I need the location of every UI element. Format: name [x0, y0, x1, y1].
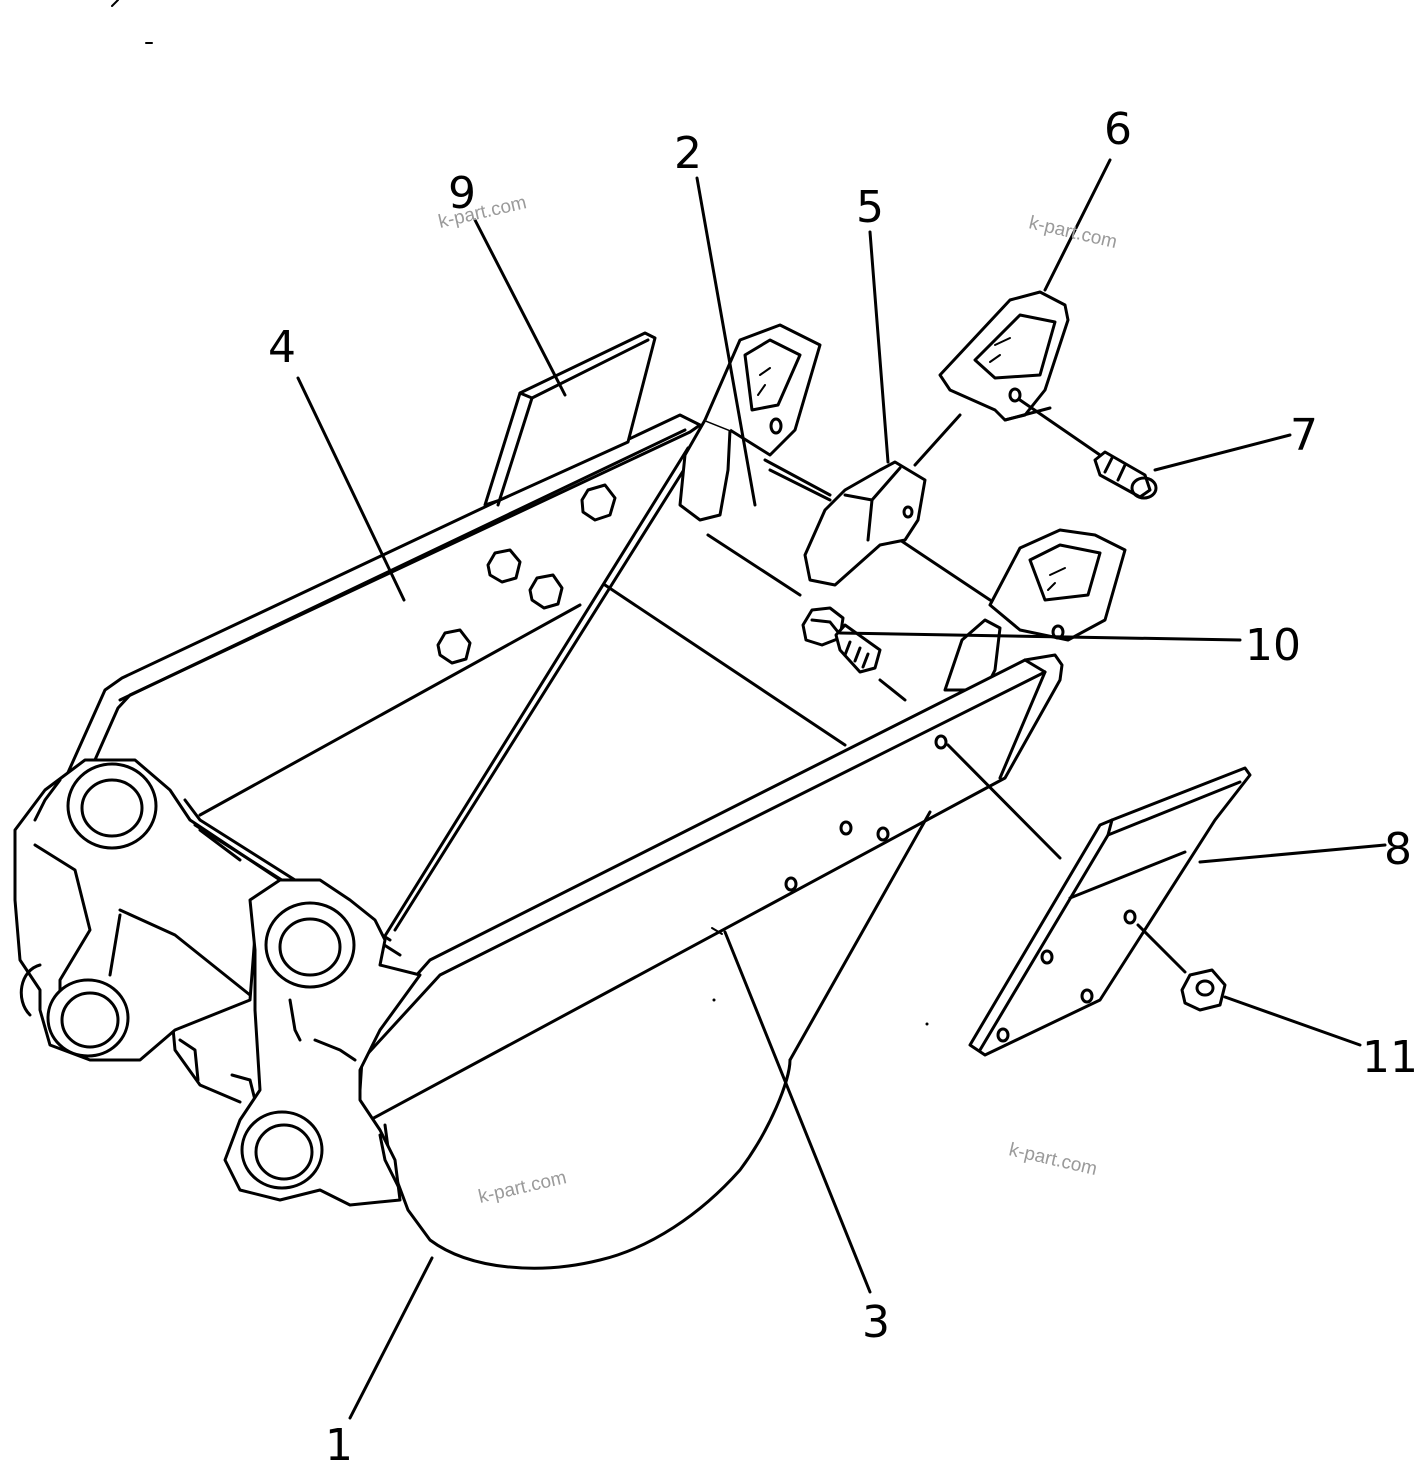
callout-11: 11: [1362, 1032, 1417, 1083]
callout-10: 10: [1245, 620, 1301, 671]
callout-5: 5: [856, 182, 884, 233]
callout-3: 3: [862, 1297, 890, 1348]
part-10-bolt: [801, 606, 907, 702]
part-6-tooth-cap: [938, 290, 1070, 422]
part-2-tooth-adapters: [678, 323, 1127, 692]
callout-7: 7: [1290, 410, 1318, 461]
part-4-side-plate: [38, 413, 702, 962]
callout-2: 2: [674, 128, 702, 179]
callout-8: 8: [1384, 824, 1412, 875]
specks: [712, 998, 929, 1026]
part-7-pin: [1018, 398, 1158, 500]
part-3-side-plate: [348, 653, 1064, 1122]
callout-9: 9: [448, 168, 476, 219]
callout-4: 4: [268, 322, 296, 373]
side-plate-nuts: [436, 483, 617, 665]
leader-lines: [296, 158, 1387, 1420]
part-1-hinge-bosses: [13, 758, 422, 1207]
callout-labels: 1 2 3 4 5 6 7 8 9 10 11: [268, 104, 1417, 1463]
callout-6: 6: [1104, 104, 1132, 155]
watermark-3: k-part.com: [476, 1167, 568, 1208]
part-11-nut: [1180, 968, 1227, 1012]
callout-1: 1: [325, 1420, 353, 1463]
watermark-4: k-part.com: [1007, 1139, 1099, 1180]
part-8-wear-plate: [968, 766, 1252, 1057]
bucket-floor: [603, 468, 992, 747]
part-5-tooth-point: [803, 413, 962, 587]
part-9-side-cutter: [483, 331, 657, 507]
stray-marks: [111, 0, 153, 44]
watermark-2: k-part.com: [1027, 212, 1119, 253]
